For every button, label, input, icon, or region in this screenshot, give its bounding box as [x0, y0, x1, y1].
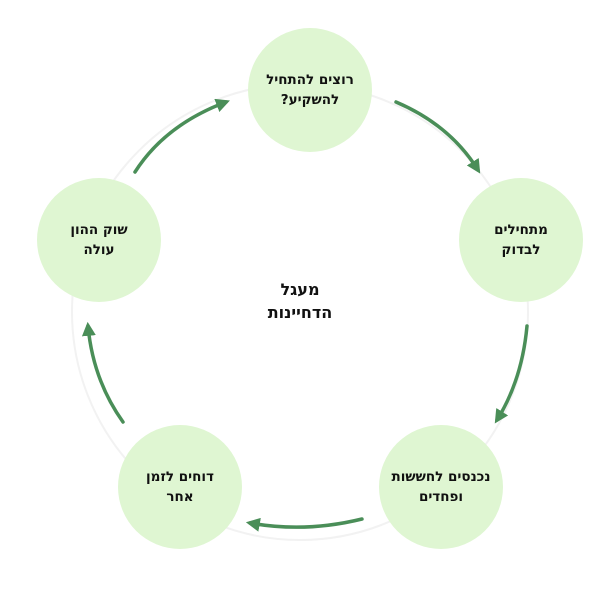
arrow-start-investing-to-checking — [394, 100, 481, 174]
arrow-postpone-to-market-rises — [81, 321, 125, 424]
step-node-market-rises: שוק ההון עולה — [37, 178, 161, 302]
step-label-market-rises: שוק ההון עולה — [70, 221, 128, 258]
step-node-postpone: דוחים לזמן אחר — [118, 425, 242, 549]
step-label-start-investing: רוצים להתחיל להשקיע? — [266, 71, 354, 108]
step-node-start-checking: מתחילים לבדוק — [459, 178, 583, 302]
step-label-fears: נכנסים לחששות ופחדים — [391, 468, 491, 505]
arrow-market-rises-to-start — [133, 98, 230, 174]
step-label-start-checking: מתחילים לבדוק — [494, 221, 548, 258]
arrow-fears-to-postpone — [245, 517, 364, 532]
step-node-start-investing: רוצים להתחיל להשקיע? — [248, 28, 372, 152]
arrow-checking-to-fears — [494, 324, 529, 424]
cycle-arrows — [81, 98, 529, 532]
step-node-fears: נכנסים לחששות ופחדים — [379, 425, 503, 549]
step-label-postpone: דוחים לזמן אחר — [146, 468, 214, 505]
center-title: מעגל הדחיינות — [267, 280, 333, 323]
